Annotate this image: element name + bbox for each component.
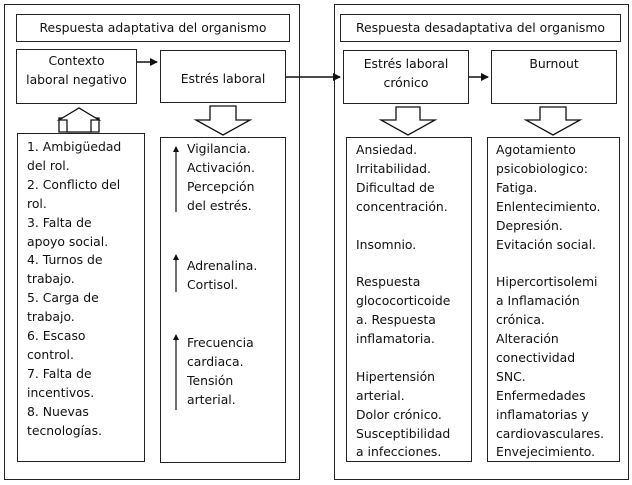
burnout-effect-line: psicobiologico: [496, 160, 588, 176]
cause-line: 3. Falta de [27, 214, 92, 230]
chronic-stress-line-2: crónico [383, 75, 429, 90]
burnout-effect-line: Agotamiento [496, 142, 576, 157]
context-box: Contexto laboral negativo [16, 49, 137, 104]
burnout-effects-box: Agotamiento psicobiologico: Fatiga. Enlente… [487, 137, 620, 462]
response-line: Activación. [187, 159, 255, 175]
chronic-effect-line: a. Respuesta [356, 312, 436, 328]
chronic-effect-line: arterial. [356, 387, 405, 403]
chronic-effect-line: concentración. [356, 198, 448, 214]
block-arrow-up-causes-shape [56, 107, 102, 133]
burnout-effect-line: Alteración [496, 331, 559, 346]
response-line: Frecuencia [187, 335, 254, 350]
burnout-effect-line: inflamatorias y [496, 406, 589, 422]
chronic-effect-line: Insomnio. [356, 236, 417, 252]
block-arrow-down-chronic [378, 106, 438, 136]
context-box-line-2: laboral negativo [26, 72, 127, 87]
chronic-effect-line: a infecciones. [356, 444, 442, 460]
burnout-box: Burnout [491, 50, 617, 104]
response-line: Tensión [187, 372, 234, 388]
burnout-effect-line: a Inflamación [496, 293, 580, 309]
chronic-stress-line-1: Estrés laboral [363, 56, 449, 71]
burnout-effect-line: Depresión. [496, 217, 563, 233]
response-line: Vigilancia. [187, 141, 251, 156]
burnout-effect-line: Evitación social. [496, 236, 596, 252]
cause-line: 7. Falta de [27, 365, 92, 381]
cause-line: apoyo social. [27, 233, 109, 249]
response-line: cardiaca. [187, 353, 244, 369]
causes-box: 1. Ambigüedad del rol. 2. Conflicto del rol… [17, 133, 145, 462]
chronic-stress-box: Estrés laboral crónico [343, 50, 469, 104]
chronic-effects-box: Ansiedad. Irritabilidad. Dificultad de conc… [346, 137, 472, 462]
cause-line: 5. Carga de [27, 290, 99, 306]
burnout-effect-line: crónica. [496, 312, 545, 328]
stress-box-label: Estrés laboral [180, 71, 266, 86]
burnout-effect-line: Hipercortisolemi [496, 274, 598, 290]
cause-line: 8. Nuevas [27, 403, 89, 419]
chronic-effect-line: Ansiedad. [356, 142, 418, 157]
stress-box: Estrés laboral [160, 50, 286, 103]
left-panel-title-box: Respuesta adaptativa del organismo [16, 14, 290, 42]
right-panel-title-box: Respuesta desadaptativa del organismo [340, 14, 621, 42]
cause-line: incentivos. [27, 384, 95, 400]
response-line: Percepción [187, 178, 255, 194]
adaptive-responses-box [160, 137, 286, 463]
burnout-effect-line: Enfermedades [496, 387, 586, 403]
cause-line: del rol. [27, 157, 70, 173]
chronic-effect-line: Susceptibilidad [356, 425, 451, 441]
burnout-effect-line: Enlentecimiento. [496, 198, 601, 214]
chronic-effect-line: Irritabilidad. [356, 160, 431, 176]
block-arrow-down-stress [193, 105, 253, 136]
burnout-box-label: Burnout [529, 56, 579, 71]
cause-line: tecnologías. [27, 422, 103, 438]
chronic-effect-line: Dificultad de [356, 179, 435, 195]
cause-line: 4. Turnos de [27, 252, 103, 268]
right-panel-title: Respuesta desadaptativa del organismo [356, 20, 605, 35]
burnout-effect-line: cardiovasculares. [496, 425, 605, 441]
cause-line: control. [27, 346, 74, 362]
response-line: Adrenalina. [187, 258, 258, 273]
chronic-effect-line: glococorticoide [356, 293, 451, 309]
response-line: arterial. [187, 391, 236, 407]
burnout-effect-line: Envejecimiento. [496, 444, 596, 460]
block-arrow-down-burnout [523, 106, 583, 136]
chronic-effect-line: inflamatoria. [356, 331, 435, 346]
response-line: Cortisol. [187, 276, 239, 292]
cause-line: trabajo. [27, 271, 75, 287]
cause-line: 6. Escaso [27, 328, 86, 343]
burnout-effect-line: conectividad [496, 349, 576, 365]
cause-line: 1. Ambigüedad [27, 139, 122, 154]
chronic-effect-line: Respuesta [356, 274, 421, 290]
context-box-line-1: Contexto [48, 53, 105, 68]
response-line: del estrés. [187, 197, 252, 213]
chronic-effect-line: Dolor crónico. [356, 406, 442, 422]
burnout-effect-line: SNC. [496, 368, 526, 384]
burnout-effect-line: Fatiga. [496, 179, 538, 195]
cause-line: rol. [27, 195, 47, 211]
left-panel-title: Respuesta adaptativa del organismo [39, 20, 267, 35]
chronic-effect-line: Hipertensión [356, 368, 436, 384]
cause-line: trabajo. [27, 309, 75, 325]
cause-line: 2. Conflicto del [27, 176, 121, 192]
